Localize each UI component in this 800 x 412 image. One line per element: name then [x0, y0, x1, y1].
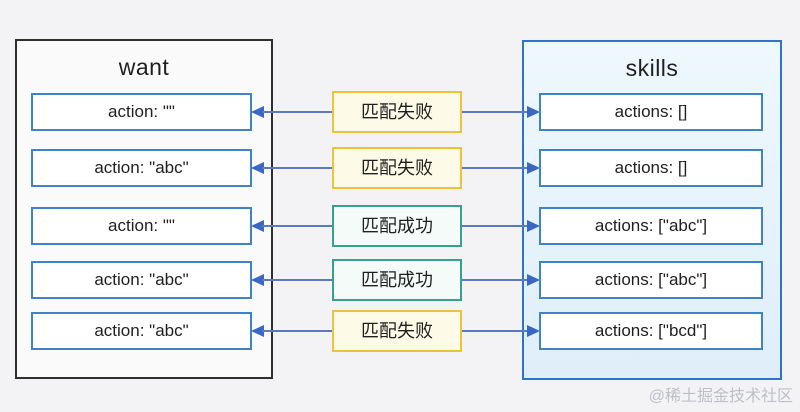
arrow-line-right [462, 279, 527, 281]
watermark: @稀土掘金技术社区 [648, 388, 793, 405]
arrow-head-right-icon [527, 220, 540, 232]
want-action-box: action: "abc" [31, 149, 252, 187]
arrow-head-left-icon [251, 162, 264, 174]
want-action-box: action: "" [31, 207, 252, 245]
arrow-line-right [462, 111, 527, 113]
match-result-label: 匹配成功 [332, 205, 462, 247]
arrow-line-right [462, 167, 527, 169]
arrow-head-right-icon [527, 162, 540, 174]
arrow-line-left [262, 111, 332, 113]
arrow-line-right [462, 330, 527, 332]
arrow-line-left [262, 167, 332, 169]
skills-actions-box: actions: [] [539, 93, 763, 131]
match-result-label: 匹配失败 [332, 91, 462, 133]
arrow-line-left [262, 225, 332, 227]
want-action-box: action: "" [31, 93, 252, 131]
skills-actions-box: actions: ["abc"] [539, 207, 763, 245]
arrow-line-left [262, 279, 332, 281]
skills-panel-title: skills [625, 55, 679, 81]
match-result-label: 匹配失败 [332, 147, 462, 189]
arrow-head-left-icon [251, 325, 264, 337]
want-action-box: action: "abc" [31, 261, 252, 299]
want-panel-title: want [118, 54, 170, 80]
skills-actions-box: actions: [] [539, 149, 763, 187]
arrow-head-left-icon [251, 274, 264, 286]
arrow-head-right-icon [527, 106, 540, 118]
match-result-label: 匹配成功 [332, 259, 462, 301]
arrow-head-left-icon [251, 106, 264, 118]
skills-actions-box: actions: ["abc"] [539, 261, 763, 299]
arrow-head-right-icon [527, 325, 540, 337]
arrow-head-right-icon [527, 274, 540, 286]
arrow-line-right [462, 225, 527, 227]
skills-actions-box: actions: ["bcd"] [539, 312, 763, 350]
match-result-label: 匹配失败 [332, 310, 462, 352]
arrow-line-left [262, 330, 332, 332]
want-action-box: action: "abc" [31, 312, 252, 350]
arrow-head-left-icon [251, 220, 264, 232]
